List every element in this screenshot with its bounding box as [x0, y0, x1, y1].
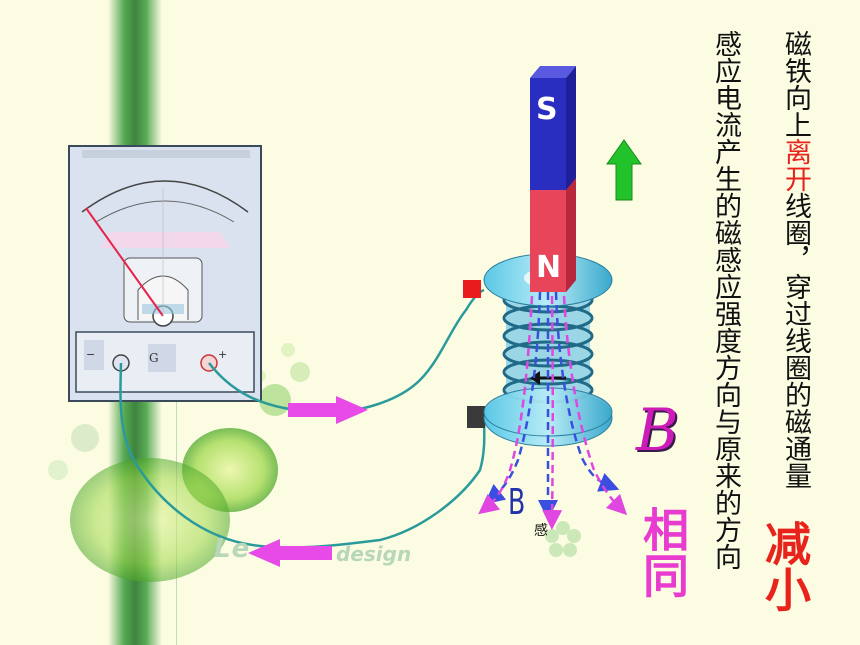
current-arrow-left-icon	[248, 539, 332, 567]
caption-right: 感应电流产生的磁感应强度方向与原来的方向	[710, 30, 741, 570]
current-arrow-right-icon	[288, 396, 368, 424]
bar-magnet	[530, 66, 576, 292]
up-arrow-icon	[606, 139, 642, 201]
caption-left-suffix: 线圈，穿过线圈的磁通量	[780, 192, 811, 489]
caption-left: 磁铁向上离开线圈，穿过线圈的磁通量	[780, 30, 811, 490]
brand-text: Le	[214, 534, 251, 564]
lime-decoration-icon	[48, 343, 581, 582]
meter-minus-label: −	[86, 348, 96, 361]
field-b-label: B	[636, 396, 679, 464]
caption-left-highlight: 离开	[780, 138, 811, 192]
coil-terminal-black	[467, 406, 485, 428]
galvanometer-icon	[68, 145, 262, 402]
coil-terminal-red	[463, 280, 481, 298]
brand-text-2: design	[336, 542, 412, 566]
induced-field-lines	[478, 295, 628, 530]
caption-right-result: 相同	[636, 506, 690, 598]
meter-plus-label: +	[218, 348, 228, 361]
induced-b-subscript: 感	[534, 523, 548, 539]
caption-left-result: 减小	[758, 520, 812, 612]
magnet-south-label: S	[536, 92, 558, 127]
caption-left-prefix: 磁铁向上	[780, 30, 811, 138]
magnet-north-label: N	[536, 250, 562, 285]
meter-g-label: G	[149, 351, 159, 365]
induced-b-label: B	[508, 482, 526, 523]
